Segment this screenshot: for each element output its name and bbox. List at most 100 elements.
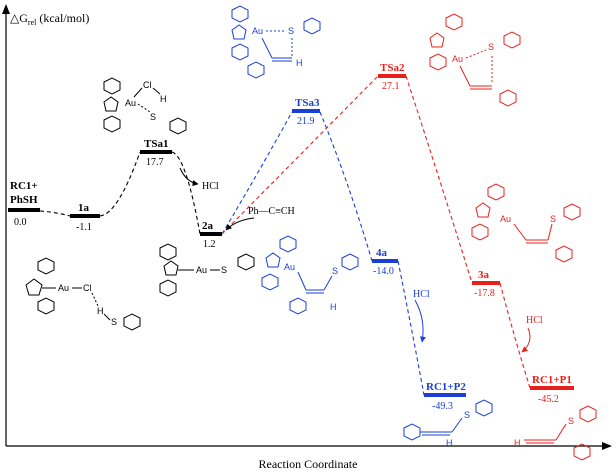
hcl-black-label: HCl: [202, 181, 219, 192]
h-s-bond: [103, 313, 111, 321]
atom-s: S: [221, 265, 227, 275]
atom-h: H: [514, 438, 521, 448]
imidazole-ring: [163, 260, 179, 276]
atom-au: Au: [58, 283, 69, 293]
label-rc1p1-value: -45.2: [538, 394, 559, 405]
thiophenyl-ring: [169, 117, 187, 135]
label-4a-name: 4a: [376, 247, 388, 259]
atom-au: Au: [500, 214, 511, 224]
hcl-red-arrow: [521, 327, 531, 353]
atom-h: H: [446, 438, 453, 448]
atom-cl: Cl: [83, 283, 92, 293]
path-tsa3-4a: [319, 111, 373, 262]
atom-cl: Cl: [143, 80, 152, 90]
imidazole-ring: [265, 252, 281, 268]
label-rc1p2-name: RC1+P2: [426, 381, 466, 393]
atom-s: S: [288, 26, 294, 36]
imidazole-ring: [231, 24, 247, 40]
c-s-bond: [547, 223, 553, 241]
phenyl-ring-bottom: [471, 223, 489, 241]
phenyl-ring-bottom: [429, 53, 447, 71]
thiophenyl-ring: [475, 399, 493, 417]
label-4a-value: -14.0: [373, 266, 394, 277]
label-3a-name: 3a: [478, 269, 490, 281]
imidazole-ring: [475, 202, 491, 218]
thiophenyl-ring: [123, 313, 141, 331]
au-c-bond: [513, 223, 527, 241]
atom-h: H: [97, 306, 104, 316]
label-rc1-value: 0.0: [14, 217, 27, 228]
c-s-bond: [323, 275, 333, 291]
phenylacetylene-arrow: [225, 217, 255, 231]
phenyl-ring-top: [279, 235, 297, 253]
c-s-bond: [451, 417, 463, 433]
path-rc1-1a: [39, 210, 71, 217]
thiophenyl-ring: [579, 405, 597, 423]
path-4a-rc1p2: [397, 260, 425, 396]
phenyl-ring-vinyl: [499, 89, 517, 107]
species-labels: RC1+ PhSH 0.0 1a -1.1 TSa1 17.7 2a 1.2 T…: [10, 62, 572, 412]
label-tsa3-value: 21.9: [297, 116, 315, 127]
c-s-bond: [555, 423, 567, 441]
phenyl-ring-bottom: [103, 115, 121, 133]
structure-p1: H S: [514, 405, 597, 461]
atom-au: Au: [284, 262, 295, 272]
au-c-bond: [297, 271, 307, 291]
phenyl-ring-bottom: [261, 273, 279, 291]
phenyl-ring-top: [445, 13, 463, 31]
path-3a-rc1p1: [499, 282, 531, 389]
label-2a-value: 1.2: [203, 239, 216, 250]
phenyl-ring-vinyl: [555, 245, 573, 263]
phenyl-ring-top: [103, 77, 121, 95]
atom-s: S: [111, 317, 117, 327]
phenyl-ring-vinyl: [573, 443, 591, 461]
phenyl-ring-top: [37, 257, 55, 275]
atom-s: S: [332, 266, 338, 276]
phenylacetylene-label: Ph—C≡CH: [248, 206, 295, 217]
atom-h: H: [296, 58, 303, 68]
path-1a-tsa1: [99, 151, 141, 217]
au-s-bond: [137, 103, 151, 113]
atom-h: H: [160, 94, 167, 104]
atom-au: Au: [252, 26, 263, 36]
path-2a-tsa3: [221, 111, 293, 235]
atom-h: H: [330, 302, 337, 312]
imidazole-ring: [103, 96, 119, 112]
phenyl-ring-top: [487, 183, 505, 201]
path-tsa1-2a: [171, 151, 201, 235]
phenyl-ring-vinyl: [247, 61, 265, 79]
path-2a-tsa2: [221, 75, 379, 235]
structure-3a: Au S: [471, 183, 581, 263]
thiophenyl-ring: [563, 203, 581, 221]
thiophenyl-ring: [503, 31, 521, 49]
reaction-path-lines: [39, 75, 531, 396]
thiophenyl-ring: [237, 253, 255, 271]
atom-s: S: [550, 214, 556, 224]
au-s-contact: [465, 49, 487, 59]
imidazole-ring: [25, 278, 43, 296]
structure-4a: Au S H: [261, 235, 359, 315]
au-c-bond: [459, 65, 471, 87]
hcl-red-label: HCl: [526, 315, 543, 326]
path-tsa2-3a: [405, 75, 473, 284]
phenyl-ring-bottom: [159, 279, 177, 297]
structure-tsa1: Au Cl H S: [103, 77, 187, 135]
annotations: HCl Ph—C≡CH HCl HCl: [179, 167, 543, 353]
atom-s: S: [150, 112, 156, 122]
thiophenyl-ring: [341, 253, 359, 271]
atom-s: S: [488, 42, 494, 52]
thiophenyl-ring: [303, 17, 321, 35]
structure-tsa2: Au S: [429, 13, 521, 107]
y-axis-arrow: [2, 4, 10, 14]
label-rc1-name-1: RC1+: [10, 180, 38, 192]
y-axis-label: △Grel(kcal/mol): [10, 11, 89, 27]
label-3a-value: -17.8: [474, 288, 495, 299]
label-tsa2-value: 27.1: [382, 81, 400, 92]
energy-levels: [8, 74, 574, 397]
atom-s: S: [568, 416, 574, 426]
label-rc1p1-name: RC1+P1: [532, 374, 572, 386]
label-tsa1-value: 17.7: [146, 157, 164, 168]
au-c-bond: [261, 37, 273, 59]
atom-s: S: [464, 410, 470, 420]
